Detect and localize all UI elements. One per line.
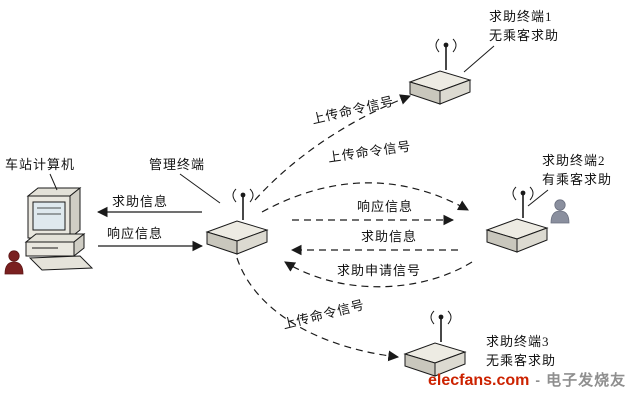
link-label-response-info-mid: 响应信息 xyxy=(357,199,414,214)
arrow-help-request xyxy=(284,261,473,288)
watermark-brand: elecfans.com xyxy=(428,372,530,389)
terminal-3-status: 无乘客求助 xyxy=(486,353,557,368)
arrow-upload-command-terminal-2 xyxy=(261,182,469,213)
connector-station-computer xyxy=(49,173,58,191)
watermark-suffix: 电子发烧友 xyxy=(546,372,627,389)
arrow-upload-command-terminal-1 xyxy=(254,94,412,201)
connector-management-terminal xyxy=(179,173,221,204)
terminal-1-icon xyxy=(409,38,471,105)
link-label-help-info-left: 求助信息 xyxy=(112,194,169,209)
terminal-2-status: 有乘客求助 xyxy=(542,172,613,187)
link-label-help-request: 求助申请信号 xyxy=(337,263,422,278)
operator-person-icon xyxy=(4,250,24,275)
terminal-3-label: 求助终端3 xyxy=(486,334,550,349)
watermark: elecfans.com - 电子发烧友 xyxy=(428,369,626,390)
station-computer-label: 车站计算机 xyxy=(5,157,76,172)
link-label-help-info-mid: 求助信息 xyxy=(361,229,418,244)
connector-terminal-2 xyxy=(527,189,549,207)
watermark-separator: - xyxy=(535,372,541,388)
connector-terminal-1 xyxy=(463,45,495,73)
arrow-upload-command-terminal-3 xyxy=(236,257,400,362)
terminal-1-label: 求助终端1 xyxy=(489,9,553,24)
link-label-response-info-left: 响应信息 xyxy=(107,226,164,241)
management-terminal-label: 管理终端 xyxy=(149,157,206,172)
passenger-person-icon xyxy=(550,199,570,224)
terminal-2-label: 求助终端2 xyxy=(542,153,606,168)
terminal-3-icon xyxy=(404,310,466,377)
station-computer-icon xyxy=(24,186,94,271)
terminal-1-status: 无乘客求助 xyxy=(489,28,560,43)
management-terminal-icon xyxy=(206,188,268,255)
terminal-2-icon xyxy=(486,186,548,253)
